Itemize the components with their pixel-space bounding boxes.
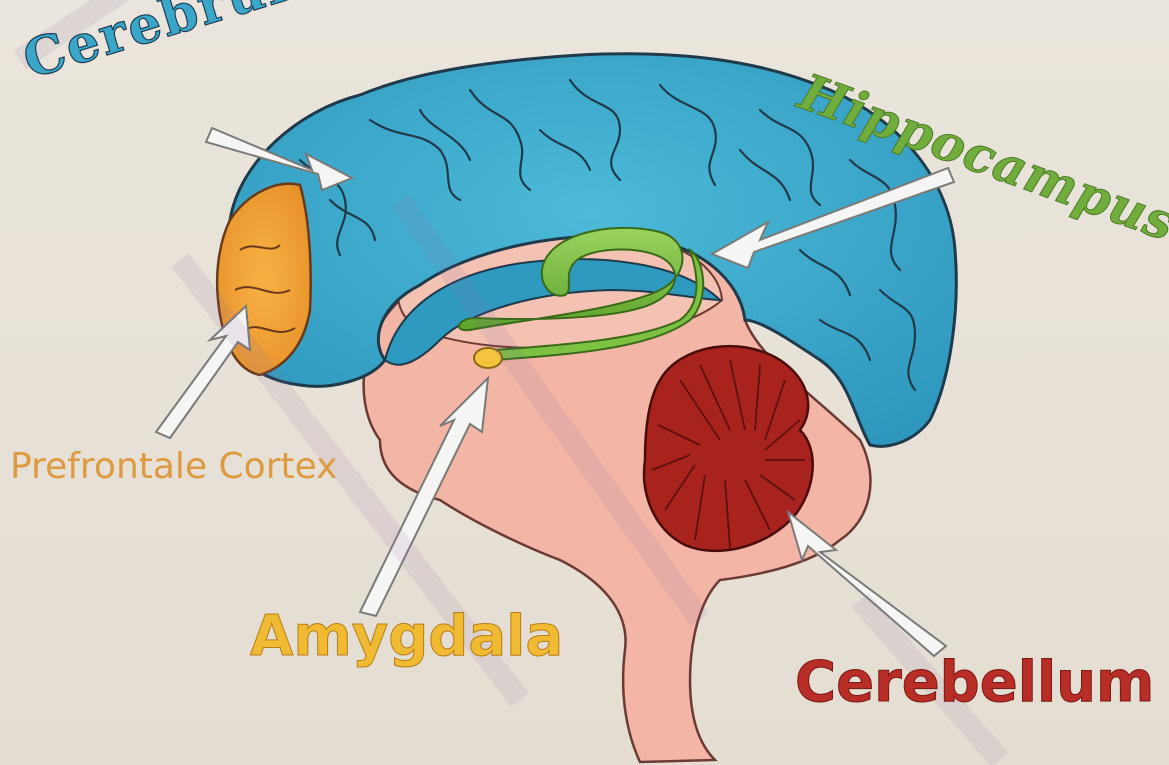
prefrontal-cortex-label: Prefrontale Cortex bbox=[10, 446, 337, 487]
arrow-cerebellum bbox=[788, 512, 946, 656]
cerebellum-label: Cerebellum bbox=[795, 650, 1154, 715]
amygdala-label: Amygdala bbox=[250, 604, 563, 669]
